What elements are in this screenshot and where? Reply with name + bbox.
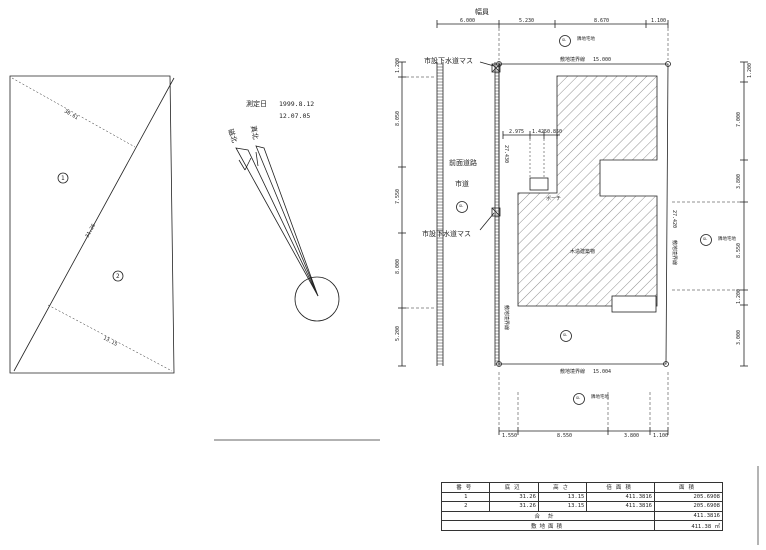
left-dim-5: 5.200: [395, 326, 401, 341]
site-area-row: 敷地面積 411.38 ㎡: [441, 520, 724, 531]
boundary-top-label: 敷地境界線: [560, 56, 585, 63]
marker-1-circle: [57, 172, 69, 184]
neighbor-label-bottom: 隣地宅地: [591, 393, 609, 400]
road-width-label: 幅員: [475, 7, 489, 16]
right-dim-4: 8.550: [736, 243, 742, 258]
triangle-plan: [9, 75, 175, 374]
right-dim-3: 3.800: [736, 174, 742, 189]
left-dim-2: 8.050: [395, 111, 401, 126]
site-boundary: [498, 63, 669, 365]
row-no: 2: [440, 501, 491, 512]
sum-label: 合計: [441, 510, 655, 522]
row-height: 13.15: [537, 491, 588, 503]
bottom-dim-1: 1.550: [502, 433, 517, 439]
boundary-right-length: 27.420: [671, 210, 677, 228]
area-table-header: 番号 底辺 高さ 倍面積 面積: [440, 482, 724, 493]
gl-label-1: GL: [562, 38, 566, 42]
true-north-label: 真北: [249, 125, 260, 140]
lot-outline: [9, 75, 175, 374]
boundary-left-label: 敷地境界線: [503, 305, 510, 330]
bottom-dim-3: 3.800: [624, 433, 639, 439]
magnetic-north-label: 磁北: [226, 128, 239, 144]
magnetic-north-pointer: [235, 147, 319, 297]
header-area: 面積: [653, 482, 724, 493]
top-dim-4: 1.100: [651, 18, 666, 24]
survey-date-value: 1999.8.12: [279, 100, 314, 108]
building-label: 木造建築物: [570, 248, 595, 255]
row-base: 31.26: [489, 501, 539, 512]
neighbor-label-right: 隣地宅地: [718, 235, 736, 242]
sum-value: 411.3816: [653, 510, 724, 522]
sum-row: 合計 411.3816: [441, 510, 724, 522]
right-dim-1: 1.200: [747, 63, 753, 78]
porch-label: ポーチ: [546, 195, 561, 202]
top-dim-3: 8.670: [594, 18, 609, 24]
marker-2-circle: [112, 270, 124, 282]
left-dim-1: 1.200: [395, 58, 401, 73]
length-label-2: 31.26: [85, 223, 98, 239]
road-hatching: [437, 63, 499, 365]
length-label-3: 13.15: [102, 335, 118, 347]
gl-label-2: GL: [459, 204, 463, 208]
boundary-bottom-label: 敷地境界線: [560, 368, 585, 375]
row-base: 31.26: [489, 491, 539, 503]
right-dim-5: 1.200: [736, 289, 742, 304]
marker-2-label: 2: [116, 273, 120, 280]
sewer-label-2: 市設下水道マス: [422, 229, 471, 238]
header-base: 底辺: [489, 482, 539, 493]
table-row: 2 31.26 13.15 411.3816 205.6908: [440, 501, 724, 512]
height-line-1: [11, 77, 136, 148]
diagonal-line: [13, 77, 175, 372]
building-outline: [517, 75, 658, 307]
header-double: 倍面積: [586, 482, 655, 493]
row-double: 411.3816: [586, 501, 655, 512]
right-dim-6: 3.000: [736, 330, 742, 345]
site-area-value: 411.38 ㎡: [653, 520, 724, 531]
porch: [529, 177, 549, 191]
header-height: 高さ: [537, 482, 588, 493]
row-height: 13.15: [537, 501, 588, 512]
top-dim-2: 5.230: [519, 18, 534, 24]
table-row: 1 31.26 13.15 411.3816 205.6908: [440, 491, 724, 503]
inner-dim-1: 2.975: [509, 129, 524, 135]
inner-dim-3: 0.850: [547, 129, 562, 135]
top-dim-1: 6.000: [460, 18, 475, 24]
inner-dim-2: 1.425: [532, 129, 547, 135]
row-area: 205.6908: [653, 491, 724, 503]
marker-1-label: 1: [61, 175, 65, 182]
site-plan: [398, 20, 748, 435]
neighbor-label-top: 隣地宅地: [577, 35, 595, 42]
row-area: 205.6908: [653, 501, 724, 512]
left-dim-4: 8.000: [395, 259, 401, 274]
gl-label-3: GL: [703, 237, 707, 241]
boundary-right-label: 敷地境界線: [671, 240, 678, 265]
area-table: 番号 底辺 高さ 倍面積 面積 1 31.26 13.15 411.3816 2…: [440, 482, 724, 531]
boundary-top-length: 15.000: [593, 57, 611, 63]
row-double: 411.3816: [586, 491, 655, 503]
left-dim-3: 7.550: [395, 189, 401, 204]
row-no: 1: [440, 491, 491, 503]
true-north-pointer: [255, 145, 319, 297]
sewer-label-1: 市設下水道マス: [424, 56, 473, 65]
storage: [611, 295, 657, 313]
header-no: 番号: [440, 482, 491, 493]
length-label-1: 30.61: [63, 109, 79, 122]
survey-time-value: 12.07.05: [279, 112, 310, 120]
right-dim-2: 7.000: [736, 112, 742, 127]
gl-label-5: GL: [576, 396, 580, 400]
bottom-dim-2: 8.550: [557, 433, 572, 439]
compass-circle: [294, 276, 340, 322]
survey-date-label: 測定日: [246, 99, 267, 108]
road-type-label: 市道: [455, 179, 469, 188]
site-area-label: 敷地面積: [441, 520, 655, 531]
bottom-dim-4: 1.100: [653, 433, 668, 439]
height-line-2: [47, 304, 173, 372]
gl-label-4: GL: [563, 333, 567, 337]
boundary-bottom-length: 15.004: [593, 369, 611, 375]
road-label: 前面道路: [449, 158, 477, 167]
north-arrow: [235, 145, 340, 322]
boundary-left-length: 27.430: [503, 145, 509, 163]
